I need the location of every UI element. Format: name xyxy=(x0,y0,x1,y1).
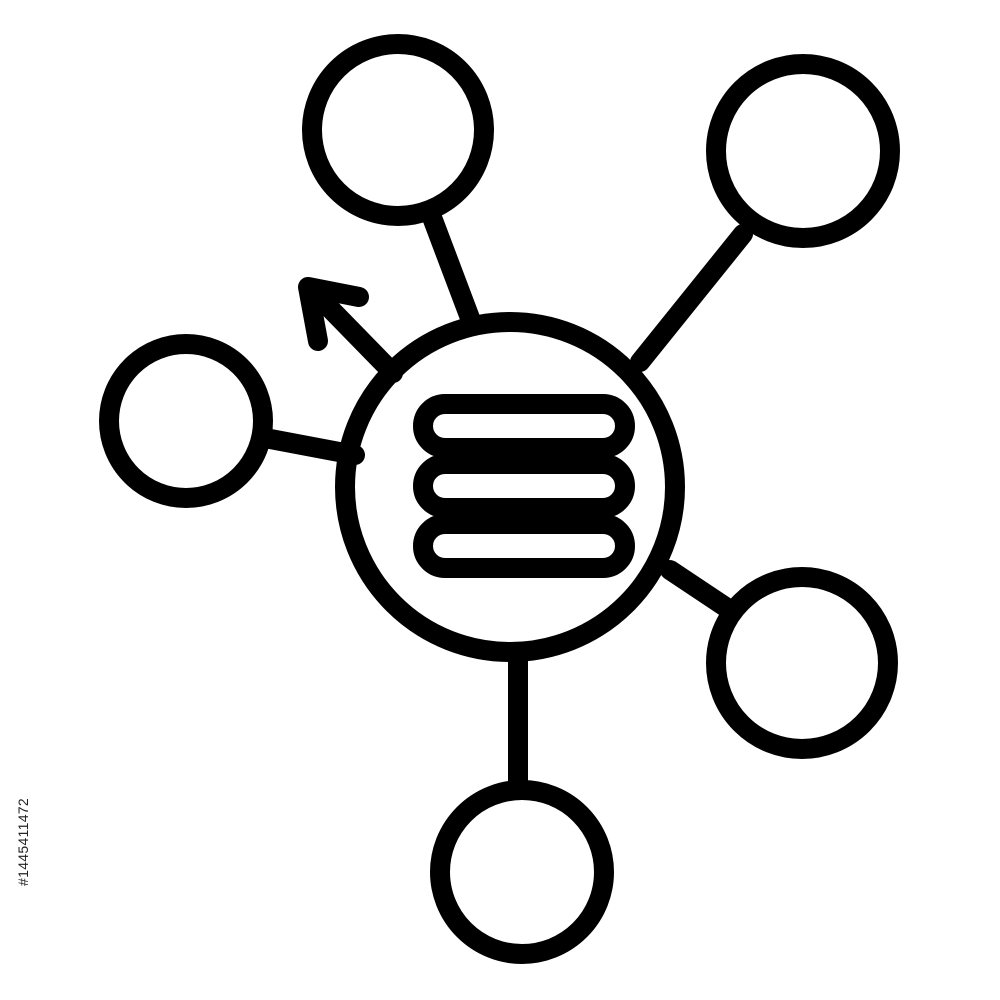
node-bottom xyxy=(430,780,614,964)
connector-right xyxy=(660,560,740,620)
arrow-shaft xyxy=(302,280,403,383)
database-bar-middle xyxy=(413,454,635,518)
connector-top-right xyxy=(630,224,753,372)
database-stack-icon xyxy=(413,394,635,578)
central-hub-circle xyxy=(335,312,685,662)
node-top-right xyxy=(706,54,900,248)
arrow-head-icon xyxy=(298,277,369,351)
stock-id-watermark: #1445411472 xyxy=(8,762,38,922)
database-bar-top xyxy=(413,394,635,458)
node-left xyxy=(99,334,273,508)
node-top-left xyxy=(302,34,494,226)
node-right xyxy=(706,567,898,759)
stock-id-text: #1445411472 xyxy=(15,798,32,886)
connector-top-left xyxy=(423,210,483,336)
database-bar-bottom xyxy=(413,514,635,578)
